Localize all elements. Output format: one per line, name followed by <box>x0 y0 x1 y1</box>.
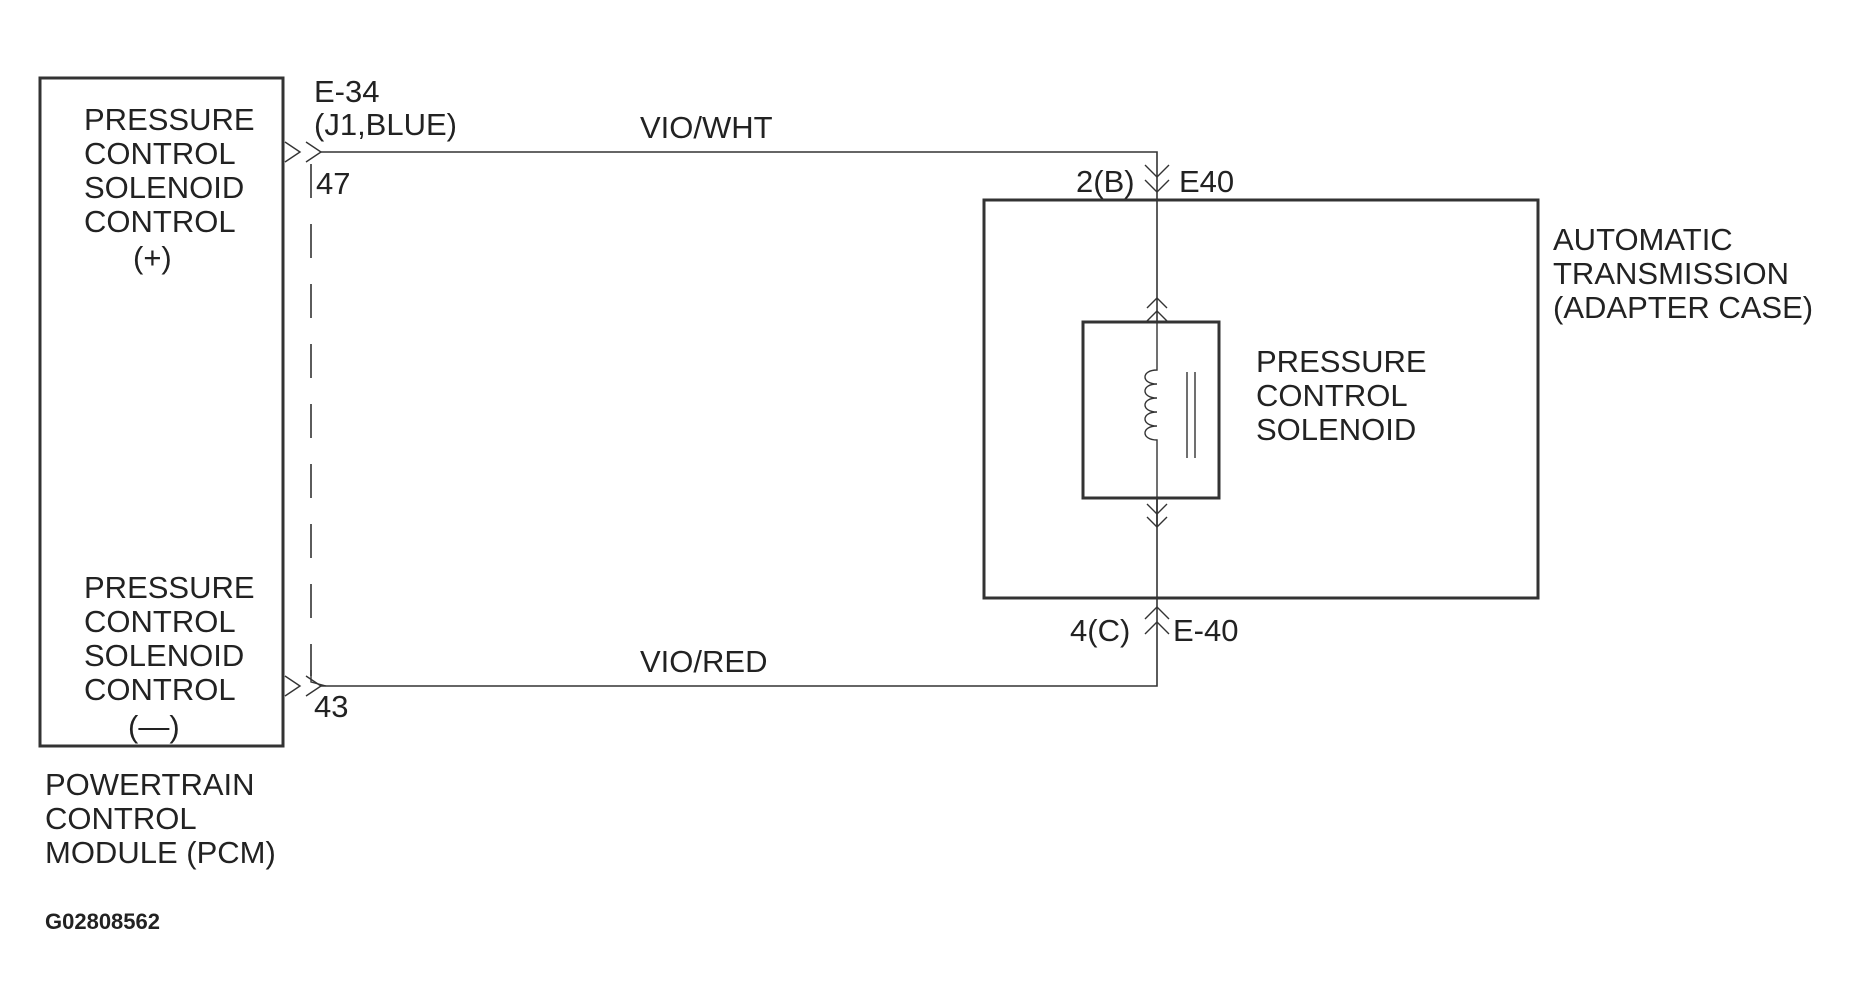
figure-id: G02808562 <box>45 909 160 934</box>
pcm-pin-bottom-label-line: CONTROL <box>84 604 236 639</box>
pcm-pin-bottom-label-line: SOLENOID <box>84 638 244 673</box>
solenoid-label-line: CONTROL <box>1256 378 1408 413</box>
transmission-connector-top: E40 <box>1179 164 1234 199</box>
transmission-pin-bottom: 4(C) <box>1070 613 1130 648</box>
pcm-pin-top-label-line: CONTROL <box>84 204 236 239</box>
wire-vio-red <box>321 598 1158 687</box>
connector-chevron-icon <box>284 141 323 163</box>
pcm-pin-bottom-label-line: PRESSURE <box>84 570 255 605</box>
connector-chevron-down-icon <box>1144 164 1170 193</box>
solenoid-label-line: SOLENOID <box>1256 412 1416 447</box>
pcm-pin-bottom-label: PRESSURE CONTROL SOLENOID CONTROL (—) <box>84 570 255 744</box>
solenoid-box <box>1081 320 1221 500</box>
pcm-name-line: CONTROL <box>45 801 197 836</box>
transmission-name-line: TRANSMISSION <box>1553 256 1789 291</box>
internal-connector-up-icon <box>1146 297 1168 322</box>
wire-color-bottom: VIO/RED <box>640 644 767 679</box>
pcm-pin-number-top: 47 <box>316 166 350 201</box>
pcm-pin-top-label-line: SOLENOID <box>84 170 244 205</box>
solenoid-coil-icon <box>1144 322 1158 498</box>
pcm-pin-top-label: PRESSURE CONTROL SOLENOID CONTROL (+) <box>84 102 255 275</box>
connector-chevron-up-icon <box>1144 606 1170 635</box>
transmission-name-line: AUTOMATIC <box>1553 222 1733 257</box>
pcm-pin-top-label-line: CONTROL <box>84 136 236 171</box>
solenoid-label: PRESSURE CONTROL SOLENOID <box>1256 344 1427 447</box>
pcm-name-line: POWERTRAIN <box>45 767 255 802</box>
pcm-name-line: MODULE (PCM) <box>45 835 276 870</box>
pcm-pin-number-bottom: 43 <box>314 689 348 724</box>
pcm-box <box>38 76 285 748</box>
transmission-box <box>982 198 1540 600</box>
transmission-name-line: (ADAPTER CASE) <box>1553 290 1813 325</box>
pcm-pin-top-polarity: (+) <box>133 240 172 275</box>
pcm-connector-id: E-34 <box>314 74 379 109</box>
pcm-connector-desc: (J1,BLUE) <box>314 107 457 142</box>
pcm-name: POWERTRAIN CONTROL MODULE (PCM) <box>45 767 276 870</box>
wire-color-top: VIO/WHT <box>640 110 773 145</box>
transmission-pin-top: 2(B) <box>1076 164 1135 199</box>
pcm-pin-top-label-line: PRESSURE <box>84 102 255 137</box>
transmission-name: AUTOMATIC TRANSMISSION (ADAPTER CASE) <box>1553 222 1813 325</box>
solenoid-label-line: PRESSURE <box>1256 344 1427 379</box>
transmission-connector-bottom: E-40 <box>1173 613 1238 648</box>
shield-ground-mark <box>310 670 327 687</box>
pcm-pin-bottom-polarity: (—) <box>128 709 180 744</box>
wire-vio-wht <box>321 151 1158 200</box>
pcm-pin-bottom-label-line: CONTROL <box>84 672 236 707</box>
